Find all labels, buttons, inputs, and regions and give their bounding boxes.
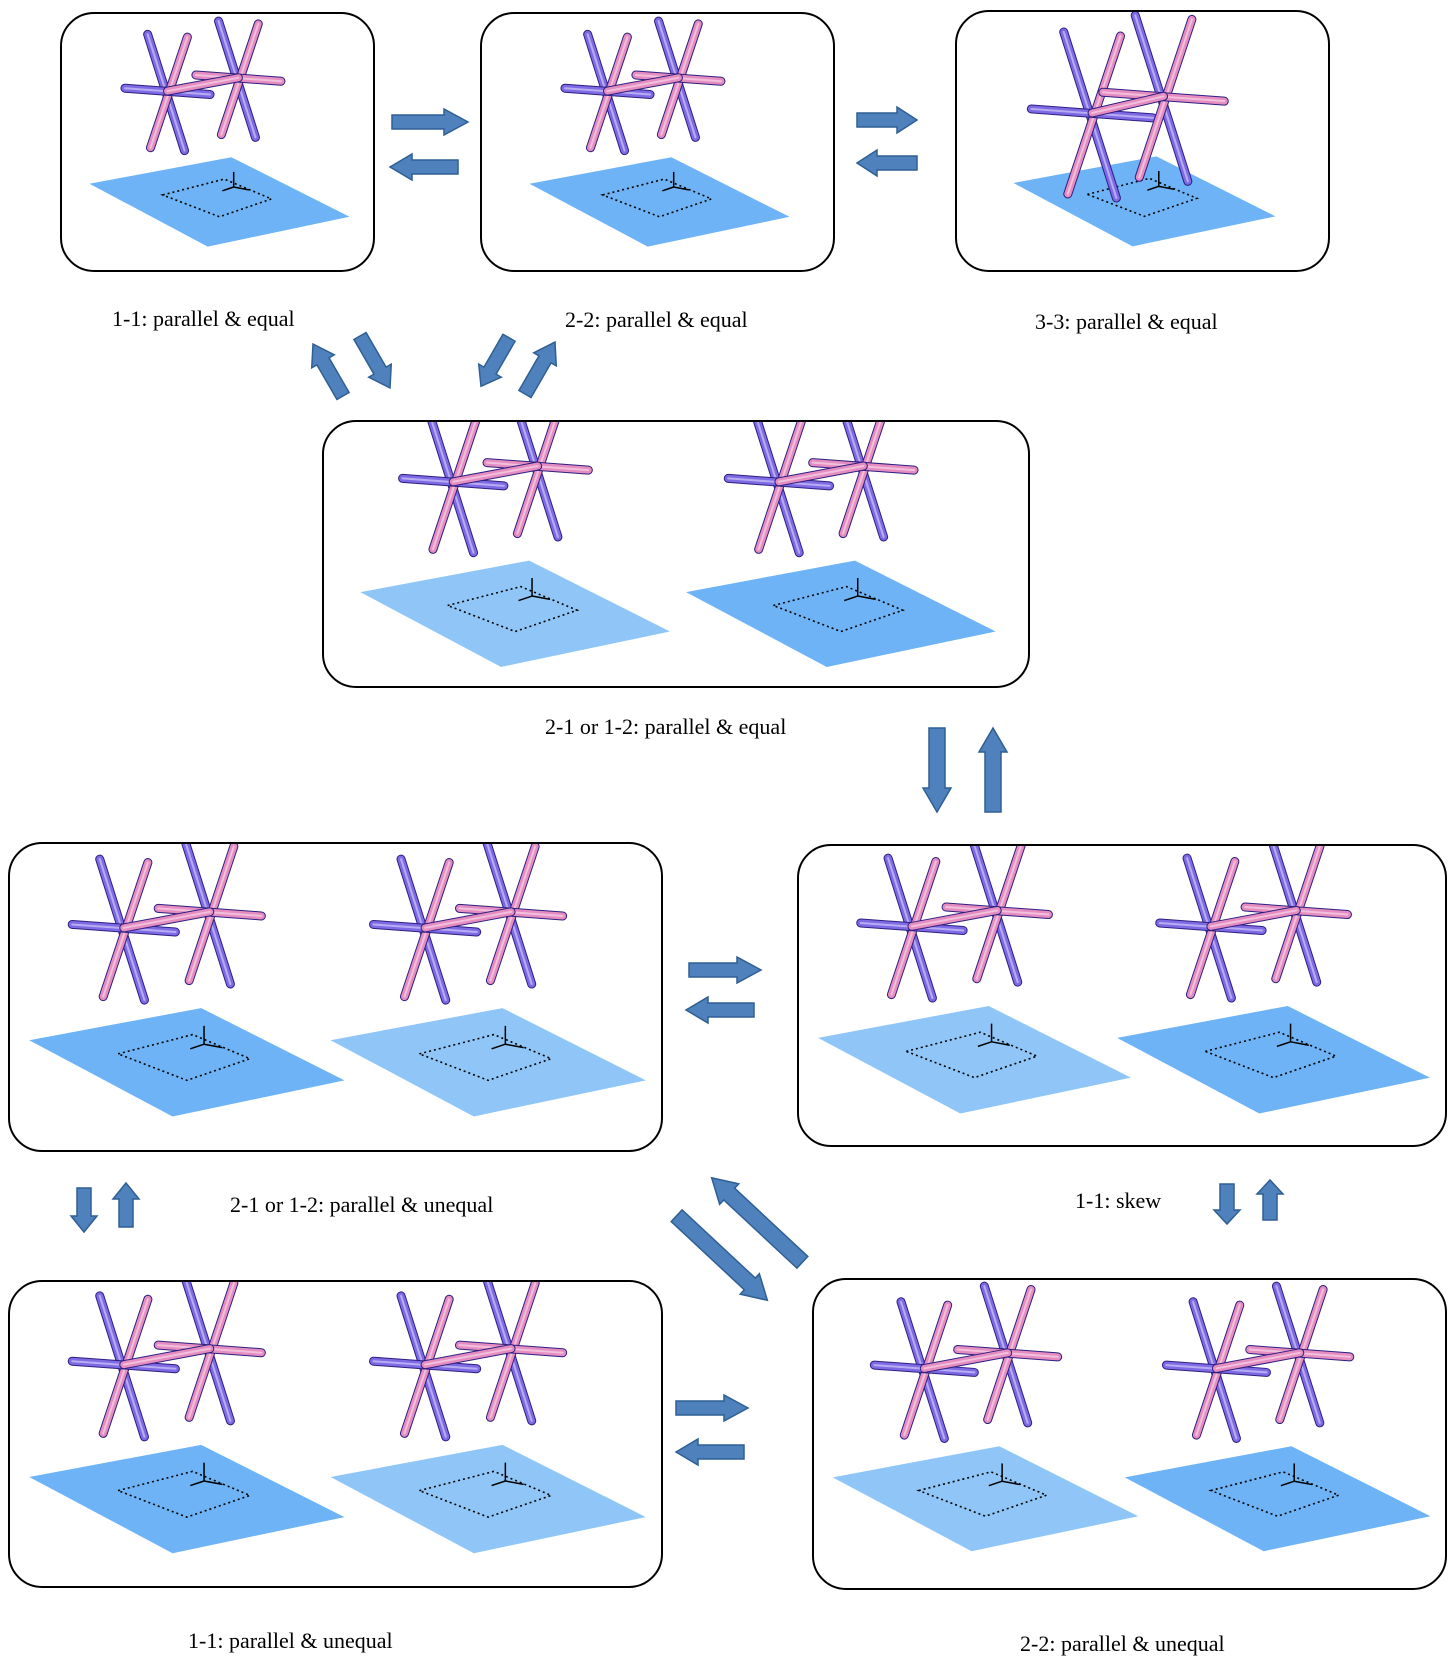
block-arrow-icon xyxy=(857,107,917,133)
block-arrow-icon xyxy=(686,997,754,1023)
block-arrow-icon xyxy=(470,331,521,392)
block-arrow-icon xyxy=(676,1439,744,1465)
block-arrow-icon xyxy=(689,957,761,983)
block-arrow-icon xyxy=(392,109,468,135)
block-arrow-icon xyxy=(857,150,917,176)
block-arrow-icon xyxy=(349,330,402,395)
block-arrow-icon xyxy=(1214,1184,1240,1224)
block-arrow-icon xyxy=(676,1395,748,1421)
block-arrow-icon xyxy=(979,728,1007,812)
block-arrow-icon xyxy=(113,1183,139,1227)
block-arrow-icon xyxy=(302,338,355,403)
block-arrow-icon xyxy=(923,728,951,812)
block-arrow-icon xyxy=(1257,1180,1283,1220)
block-arrow-icon xyxy=(71,1188,97,1232)
block-arrow-icon xyxy=(390,154,458,180)
block-arrow-icon xyxy=(514,336,567,401)
